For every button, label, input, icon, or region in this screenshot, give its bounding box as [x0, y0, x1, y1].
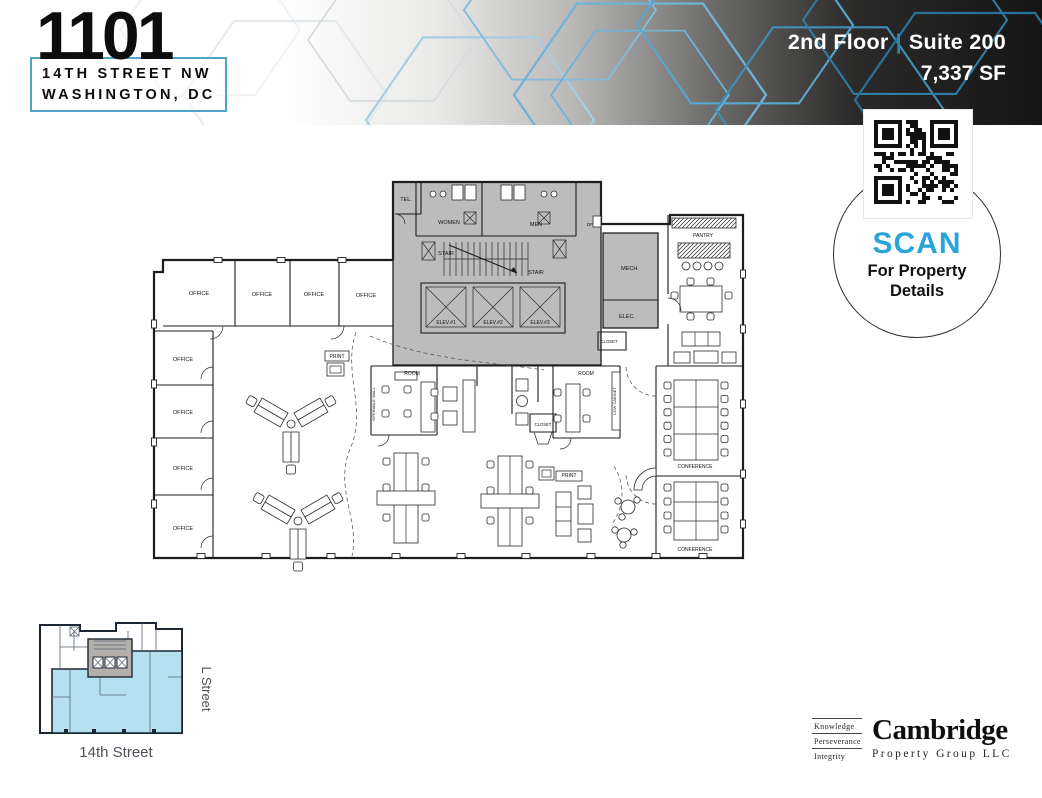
plan-label: DF	[587, 222, 593, 227]
plan-label: MECH.	[621, 266, 639, 272]
plan-label: CONFERENCE	[677, 547, 713, 553]
plan-label: ELEV.#2	[483, 320, 502, 326]
address-line2: WASHINGTON, DC	[42, 87, 216, 104]
brand-value-2: Perseverance	[812, 733, 862, 748]
plan-label: WOMEN	[438, 220, 460, 226]
header-banner: 1101 14TH STREET NW WASHINGTON, DC 2nd F…	[0, 0, 1042, 125]
key-plan: L Street 14th Street	[39, 622, 214, 761]
plan-label: OFFICE	[304, 292, 324, 298]
plan-label: ELEV.#3	[530, 320, 549, 326]
plan-label: TEL.	[400, 197, 412, 203]
brand-value-3: Integrity	[812, 748, 862, 763]
street-label-14th-street: 14th Street	[79, 744, 153, 761]
floor-plan: TEL. WOMEN MEN STAIR STAIR ELEV.#1 ELEV.#2 ELEV…	[151, 180, 746, 572]
suite-label: Suite 200	[908, 30, 1006, 54]
plan-label: STAIR	[438, 251, 454, 257]
core-block	[392, 181, 602, 366]
scan-sub-line1: For Property	[867, 262, 967, 280]
mech-elec-block	[602, 232, 659, 329]
plan-label: STAIR	[528, 270, 544, 276]
plan-label: CONFERENCE	[677, 464, 713, 470]
scan-sub-line2: Details	[889, 282, 945, 301]
address-line1: 14TH STREET NW	[42, 66, 212, 82]
building-number: 1101	[36, 0, 175, 74]
brand-logo: Knowledge Perseverance Integrity Cambrid…	[812, 716, 1012, 763]
plan-label: PANTRY	[693, 233, 713, 239]
plan-label: ROOM	[578, 371, 594, 377]
suite-info: 2nd Floor|Suite 200 7,337 SF	[788, 30, 1006, 86]
plan-label: LOW CABINET	[612, 387, 617, 415]
plan-label: CLOSET	[535, 422, 552, 427]
plan-label: OFFICE	[173, 526, 193, 532]
separator: |	[895, 30, 902, 54]
plan-label: OFFICE	[252, 292, 272, 298]
plan-label: OFFICE	[189, 291, 209, 297]
plan-label: OFFICE	[173, 410, 193, 416]
plan-label: OFFICE	[173, 357, 193, 363]
scan-title: SCAN	[872, 227, 962, 260]
exterior-wall	[152, 180, 745, 560]
plan-label: OFFICE	[173, 466, 193, 472]
brand-value-1: Knowledge	[812, 718, 862, 733]
plan-label: MEN	[530, 222, 542, 228]
brand-values: Knowledge Perseverance Integrity	[812, 718, 862, 763]
plan-label: OFFICE	[356, 293, 376, 299]
floor-label: 2nd Floor	[787, 30, 889, 54]
plan-label: PRINT	[330, 354, 345, 360]
plan-label: PRINT	[562, 473, 577, 479]
brand-subtitle: Property Group LLC	[872, 748, 1012, 760]
plan-label: ROOM	[404, 371, 420, 377]
plan-label: ELEV.#1	[436, 320, 455, 326]
street-label-l-street: L Street	[199, 666, 214, 711]
plan-label: CLOSET	[600, 339, 618, 344]
plan-label: OPERABLE WALL	[371, 387, 376, 421]
address-box: 14TH STREET NW WASHINGTON, DC	[30, 57, 228, 113]
qr-code	[864, 110, 972, 218]
plan-label: ELEC.	[619, 314, 635, 320]
brand-name: Cambridge	[872, 714, 1008, 746]
building-logo: 1101 14TH STREET NW WASHINGTON, DC	[30, 0, 228, 113]
area-label: 7,337 SF	[920, 62, 1006, 85]
